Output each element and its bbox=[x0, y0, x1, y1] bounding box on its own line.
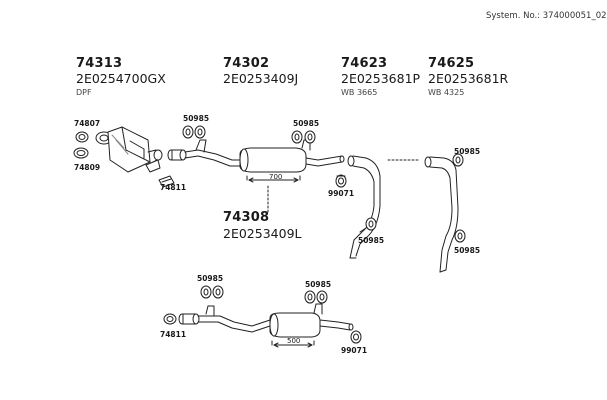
hanger-pair-g bbox=[304, 290, 328, 304]
hanger-d bbox=[452, 153, 464, 167]
label-74809: 74809 bbox=[74, 163, 101, 172]
hanger-pair-a bbox=[182, 125, 206, 139]
part-number-74302: 74302 bbox=[223, 56, 270, 71]
dimension-700-label: 700 bbox=[269, 173, 283, 181]
part-code-74313: 2E0254700GX bbox=[76, 71, 166, 86]
label-99071-top: 99071 bbox=[328, 189, 355, 198]
dimension-500 bbox=[271, 340, 315, 348]
rear-pipe-74625 bbox=[424, 156, 459, 273]
label-50985-b: 50985 bbox=[293, 119, 320, 128]
part-number-74313: 74313 bbox=[76, 56, 123, 71]
label-50985-a: 50985 bbox=[183, 114, 210, 123]
part-note-74623: WB 3665 bbox=[341, 88, 378, 97]
hanger-c bbox=[359, 217, 377, 233]
clamp-74811-top bbox=[158, 175, 175, 188]
part-code-74308: 2E0253409L bbox=[223, 226, 302, 241]
label-50985-f: 50985 bbox=[197, 274, 224, 283]
part-number-74625: 74625 bbox=[428, 56, 475, 71]
label-50985-c: 50985 bbox=[358, 236, 385, 245]
label-99071-bottom: 99071 bbox=[341, 346, 368, 355]
label-74811-top: 74811 bbox=[160, 183, 187, 192]
hanger-e bbox=[454, 229, 466, 243]
part-note-74313: DPF bbox=[76, 88, 92, 97]
system-number: System. No.: 374000051_02 bbox=[486, 11, 607, 21]
hanger-pair-b bbox=[291, 130, 316, 144]
dimension-500-label: 500 bbox=[287, 337, 301, 345]
middle-pipe-74302 bbox=[167, 139, 345, 173]
hanger-pair-f bbox=[200, 285, 224, 299]
dpf-unit bbox=[95, 126, 163, 173]
part-number-74308: 74308 bbox=[223, 210, 270, 225]
label-50985-g: 50985 bbox=[305, 280, 332, 289]
clamp-74809 bbox=[73, 147, 89, 159]
part-code-74625: 2E0253681R bbox=[428, 71, 509, 86]
label-74811-bottom: 74811 bbox=[160, 330, 187, 339]
label-74807: 74807 bbox=[74, 119, 101, 128]
clamp-74807 bbox=[75, 131, 89, 143]
label-50985-d: 50985 bbox=[454, 147, 481, 156]
rear-pipe-74623 bbox=[347, 155, 381, 259]
dimension-700 bbox=[246, 175, 301, 183]
middle-pipe-74308 bbox=[163, 303, 354, 338]
part-code-74302: 2E0253409J bbox=[223, 71, 299, 86]
part-number-74623: 74623 bbox=[341, 56, 388, 71]
part-code-74623: 2E0253681P bbox=[341, 71, 421, 86]
clamp-99071-top bbox=[335, 174, 347, 188]
part-note-74625: WB 4325 bbox=[428, 88, 465, 97]
clamp-99071-bottom bbox=[350, 330, 362, 344]
label-50985-e: 50985 bbox=[454, 246, 481, 255]
